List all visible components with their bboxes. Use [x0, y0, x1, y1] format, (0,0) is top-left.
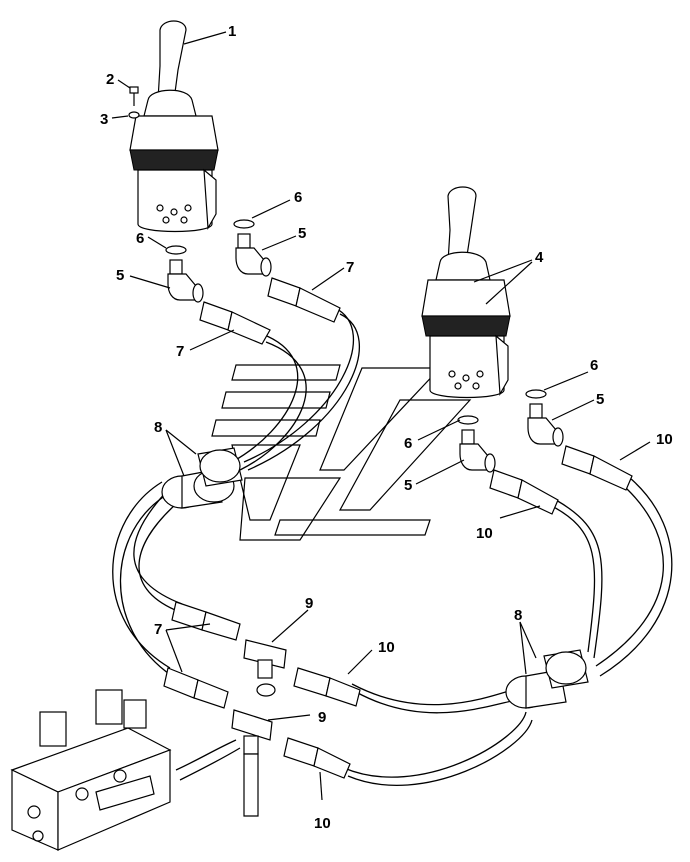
sleeve-clamp — [161, 469, 235, 509]
elbow-fitting — [235, 233, 272, 277]
callout-2: 2 — [106, 71, 114, 88]
hose-end-7 — [267, 277, 341, 323]
callout-7: 7 — [154, 621, 162, 638]
hose-end-7 — [199, 301, 271, 345]
callout-6: 6 — [136, 230, 144, 247]
callout-9: 9 — [318, 709, 326, 726]
hose-end-10 — [283, 737, 351, 779]
callout-8: 8 — [154, 419, 162, 436]
callout-3: 3 — [100, 111, 108, 128]
callout-5: 5 — [298, 225, 306, 242]
o-rings — [165, 219, 547, 425]
callout-6: 6 — [294, 189, 302, 206]
hose-ends — [163, 277, 633, 779]
screw — [129, 86, 139, 106]
callout-8: 8 — [514, 607, 522, 624]
callout-6: 6 — [404, 435, 412, 452]
tee-fitting — [231, 709, 273, 817]
callout-10: 10 — [378, 639, 395, 656]
callout-labels: 1 2 3 4 6 6 6 6 5 5 5 5 7 7 8 8 7 9 9 10… — [100, 23, 673, 832]
o-ring — [165, 245, 187, 255]
callout-6: 6 — [590, 357, 598, 374]
callout-9: 9 — [305, 595, 313, 612]
elbow-fitting — [167, 259, 204, 303]
leader-lines — [111, 31, 651, 801]
washer — [128, 111, 140, 119]
elbow-fitting — [459, 429, 496, 473]
o-ring — [457, 415, 479, 425]
callout-5: 5 — [596, 391, 604, 408]
callout-10: 10 — [656, 431, 673, 448]
callout-10: 10 — [476, 525, 493, 542]
hose-end-7 — [163, 667, 229, 709]
callout-1: 1 — [228, 23, 236, 40]
hose-end-7 — [171, 601, 241, 641]
callout-5: 5 — [404, 477, 412, 494]
sleeve-clamp — [197, 447, 243, 487]
callout-7: 7 — [176, 343, 184, 360]
clamps — [161, 447, 589, 709]
joystick-right — [421, 186, 511, 399]
elbows — [167, 233, 564, 473]
tee-fittings — [231, 639, 287, 817]
callout-10: 10 — [314, 815, 331, 832]
callout-5: 5 — [116, 267, 124, 284]
callout-4: 4 — [535, 249, 544, 266]
hose-end-10 — [561, 445, 633, 491]
hose-end-10 — [489, 469, 559, 515]
joystick-left — [129, 20, 219, 233]
hoses — [112, 307, 673, 786]
tee-fitting — [243, 639, 287, 697]
valve-block — [10, 689, 172, 851]
o-ring — [233, 219, 255, 229]
elbow-fitting — [527, 403, 564, 447]
hose-end-10 — [293, 667, 361, 707]
callout-7: 7 — [346, 259, 354, 276]
sleeve-clamp — [543, 649, 589, 689]
o-ring — [525, 389, 547, 399]
